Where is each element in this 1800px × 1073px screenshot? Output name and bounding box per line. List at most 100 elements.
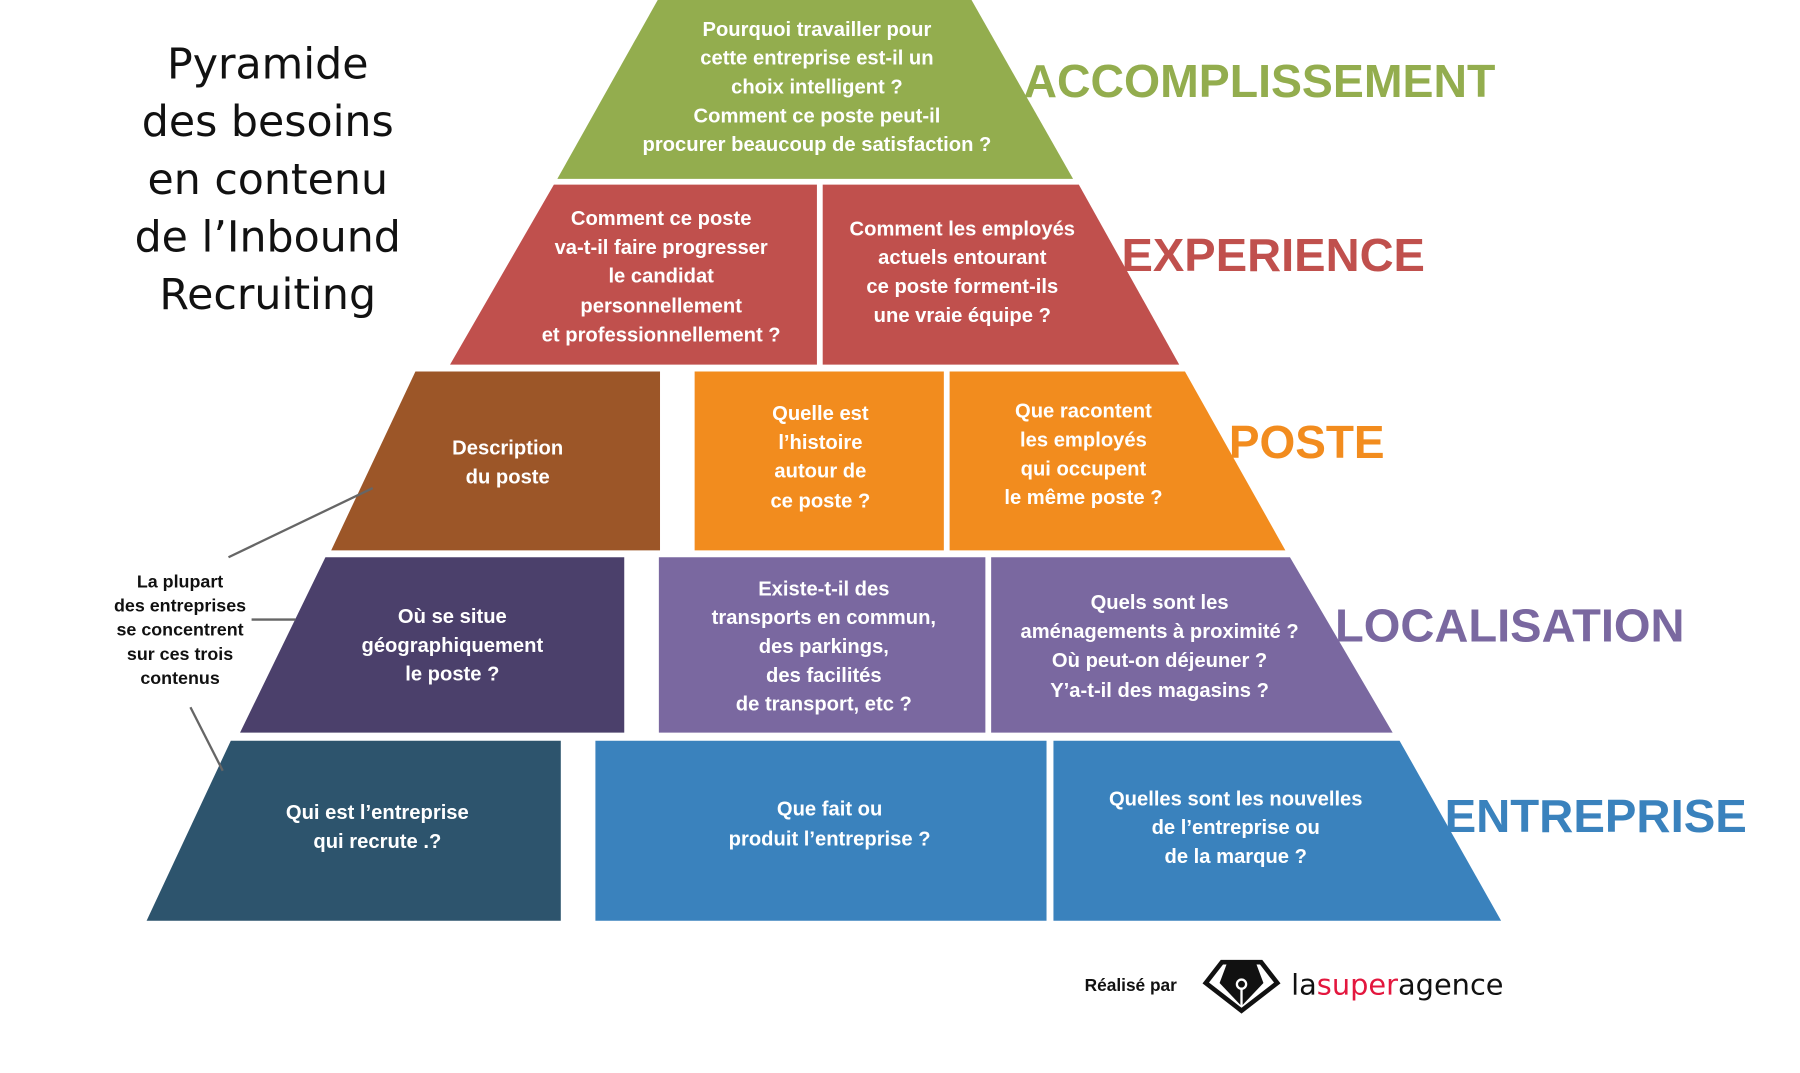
block-text: Description du poste	[452, 438, 563, 489]
block-text-line: de l’entreprise ou	[1152, 817, 1320, 839]
block-text-line: de la marque ?	[1165, 846, 1307, 868]
pyramid-block	[658, 557, 986, 733]
title-line: Recruiting	[159, 270, 376, 320]
block-text-line: transports en commun,	[712, 607, 936, 629]
tier-label: ACCOMPLISSEMENT	[1023, 55, 1495, 107]
brand-part: la	[1291, 968, 1317, 1002]
block-text-line: une vraie équipe ?	[874, 305, 1051, 327]
block-text: Qui est l’entreprise qui recrute .?	[286, 802, 469, 853]
brand-part: agence	[1398, 968, 1504, 1002]
pyramid-block	[146, 740, 561, 921]
pyramid-block	[822, 184, 1180, 365]
block-text-line: ce poste forment-ils	[866, 276, 1058, 298]
block-text-line: de transport, etc ?	[736, 694, 912, 716]
title-text: Pyramide des besoins en contenu de l’Inboun…	[135, 39, 401, 320]
block-text-line: Comment ce poste	[571, 208, 752, 230]
note-connector-line	[189, 706, 224, 772]
pyramid-block	[1053, 740, 1502, 921]
note-line: se concentrent	[116, 620, 243, 640]
title-line: de l’Inbound	[135, 213, 401, 263]
tier-accomplissement: Pourquoi travailler pour cette entreprise…	[557, 0, 1074, 179]
pyramid-block	[450, 184, 817, 365]
side-note: La plupart des entreprises se concentrent s…	[114, 487, 374, 772]
title-line: Pyramide	[167, 39, 368, 89]
block-text-line: le poste ?	[405, 664, 499, 686]
block-text-line: Quels sont les	[1091, 592, 1229, 614]
block-text-line: Où se situe	[398, 606, 507, 628]
block-text-line: choix intelligent ?	[731, 76, 903, 98]
block-text-line: des facilités	[766, 665, 882, 687]
block-text-line: le même poste ?	[1004, 487, 1162, 509]
note-line: La plupart	[137, 571, 223, 591]
tier-label: EXPERIENCE	[1122, 229, 1425, 281]
tier-experience: Comment ce poste va-t-il faire progresser…	[450, 184, 1180, 365]
pyramid-block	[331, 371, 661, 551]
made-by-label: Réalisé par	[1085, 975, 1178, 995]
block-text-line: qui occupent	[1021, 458, 1147, 480]
note-line: des entreprises	[114, 595, 246, 615]
block-text-line: Qui est l’entreprise	[286, 802, 469, 824]
block-text: Quels sont les aménagements à proximité ?…	[1020, 592, 1298, 702]
block-text-line: Pourquoi travailler pour	[703, 19, 932, 41]
title-line: des besoins	[142, 97, 394, 147]
block-text-line: Que fait ou	[777, 799, 882, 821]
block-text-line: Comment ce poste peut-il	[694, 105, 941, 127]
block-text: Que fait ou produit l’entreprise ?	[729, 799, 931, 851]
block-text: Quelle est l’histoire autour de ce poste ?	[770, 403, 870, 513]
block-text-line: Description	[452, 438, 563, 460]
pyramid-block	[949, 371, 1286, 551]
pyramid: Pourquoi travailler pour cette entreprise…	[146, 0, 1502, 921]
pyramid-block	[240, 557, 625, 733]
block-text-line: et professionnellement ?	[542, 325, 781, 347]
pyramid-block	[595, 740, 1047, 921]
block-text: Comment les employés actuels entourant ce …	[850, 218, 1076, 327]
block-text: Où se situe géographiquement le poste ?	[361, 606, 543, 686]
block-text-line: du poste	[466, 466, 550, 488]
block-text-line: va-t-il faire progresser	[555, 237, 768, 259]
brand-logo-text: lasuperagence	[1291, 968, 1503, 1002]
block-text-line: aménagements à proximité ?	[1020, 621, 1298, 643]
block-text-line: le candidat	[608, 266, 714, 288]
pyramid-block	[694, 371, 944, 551]
title-line: en contenu	[147, 155, 388, 205]
block-text-line: Que racontent	[1015, 401, 1152, 423]
block-text-line: ce poste ?	[770, 491, 870, 513]
tier-localisation: Où se situe géographiquement le poste ? Exi…	[240, 557, 1393, 733]
diamond-pen-logo-icon	[1202, 959, 1281, 1014]
brand-part: super	[1317, 968, 1398, 1002]
block-text-line: Quelles sont les nouvelles	[1109, 788, 1363, 810]
diagram-title: Pyramide des besoins en contenu de l’Inboun…	[135, 39, 401, 320]
block-text: Quelles sont les nouvelles de l’entrepris…	[1109, 788, 1363, 868]
block-text-line: autour de	[774, 461, 866, 483]
pyramid-block	[557, 0, 1074, 179]
footer-credit: Réalisé par lasuperagence	[1085, 959, 1504, 1014]
block-text-line: produit l’entreprise ?	[729, 829, 931, 851]
block-text-line: l’histoire	[778, 432, 862, 454]
block-text-line: personnellement	[580, 296, 742, 318]
tier-label: ENTREPRISE	[1445, 790, 1747, 842]
block-text: Pourquoi travailler pour cette entreprise…	[642, 19, 991, 156]
block-text: Que racontent les employés qui occupent le …	[1004, 401, 1162, 510]
block-text-line: actuels entourant	[878, 247, 1047, 269]
block-text-line: procurer beaucoup de satisfaction ?	[642, 134, 991, 156]
tier-labels: ACCOMPLISSEMENT EXPERIENCE POSTE LOCALISATI…	[1023, 55, 1746, 842]
tier-label: POSTE	[1229, 416, 1385, 468]
block-text-line: Quelle est	[772, 403, 869, 425]
note-text: La plupart des entreprises se concentrent s…	[114, 571, 246, 688]
tier-entreprise: Qui est l’entreprise qui recrute .? Que fa…	[146, 740, 1502, 921]
block-text-line: qui recrute .?	[313, 831, 441, 853]
block-text-line: Comment les employés	[850, 218, 1076, 240]
note-line: sur ces trois	[127, 644, 233, 664]
tier-poste: Description du poste Quelle est l’histoire a…	[331, 371, 1286, 551]
tier-label: LOCALISATION	[1335, 599, 1685, 651]
block-text-line: géographiquement	[361, 635, 543, 657]
block-text-line: Où peut-on déjeuner ?	[1052, 650, 1267, 672]
pyramid-block	[991, 557, 1393, 733]
block-text-line: des parkings,	[759, 636, 889, 658]
block-text: Comment ce poste va-t-il faire progresser…	[542, 208, 781, 347]
block-text-line: cette entreprise est-il un	[700, 48, 933, 70]
block-text-line: les employés	[1020, 430, 1147, 452]
block-text-line: Y’a-t-il des magasins ?	[1050, 680, 1269, 702]
